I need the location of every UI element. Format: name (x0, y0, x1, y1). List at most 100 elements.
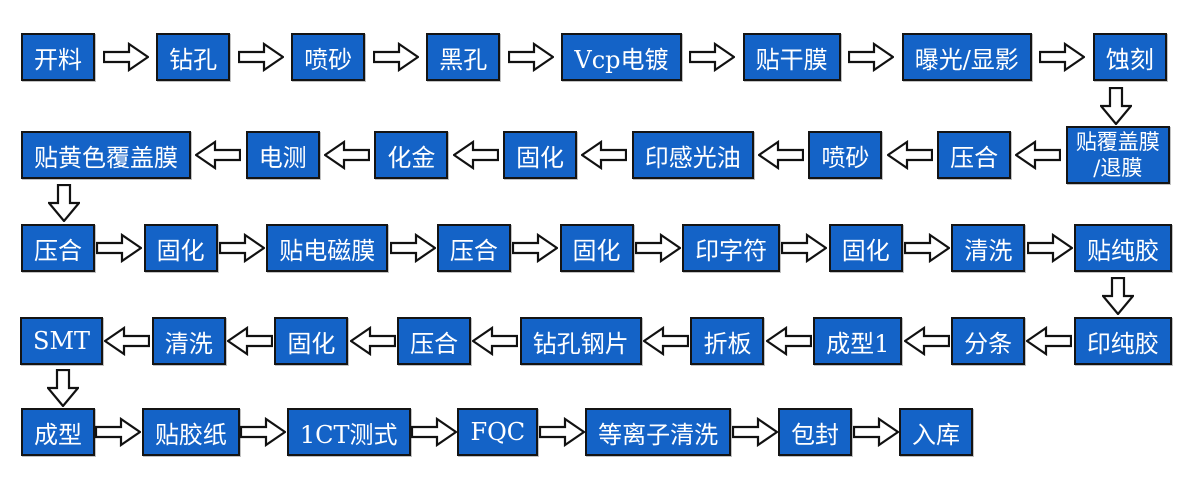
process-step-box: 贴纯胶 (1074, 224, 1172, 272)
process-step-box: 黑孔 (426, 33, 501, 81)
process-step-box: 贴覆盖膜 /退膜 (1065, 126, 1170, 184)
process-step-label: 包封 (791, 420, 840, 449)
process-step-box: 等离子清洗 (585, 408, 732, 456)
flow-arrow-left-icon (1015, 140, 1062, 170)
process-step-box: 喷砂 (291, 33, 366, 81)
flow-arrow-right-icon (389, 233, 436, 263)
process-step-label: 贴覆盖膜 /退膜 (1075, 129, 1160, 180)
flow-arrow-left-icon (472, 326, 519, 356)
process-step-label: 电测 (258, 143, 307, 172)
flow-arrow-left-icon (903, 326, 950, 356)
process-step-label: 贴黄色覆盖膜 (34, 143, 178, 172)
flow-arrow-down-icon (1100, 87, 1132, 125)
process-step-box: 固化 (503, 131, 578, 179)
flow-arrow-left-icon (227, 326, 274, 356)
process-step-box: 电测 (245, 131, 320, 179)
flow-arrow-left-icon (1026, 326, 1073, 356)
process-step-label: 压合 (449, 236, 498, 265)
process-step-label: SMT (33, 327, 91, 355)
process-step-label: 等离子清洗 (598, 420, 719, 449)
process-step-label: 蚀刻 (1105, 45, 1154, 74)
flow-arrow-right-icon (689, 42, 736, 72)
process-step-label: 压合 (950, 143, 999, 172)
process-step-box: 固化 (274, 317, 349, 365)
process-step-box: 贴胶纸 (141, 408, 240, 456)
flow-arrow-left-icon (886, 140, 933, 170)
process-step-box: 贴电磁膜 (266, 224, 389, 272)
flow-arrow-right-icon (218, 233, 265, 263)
process-step-box: 贴干膜 (742, 33, 841, 81)
flow-arrow-left-icon (324, 140, 371, 170)
process-step-box: 1CT测式 (286, 408, 411, 456)
process-step-label: 折板 (703, 329, 752, 358)
process-step-label: 清洗 (164, 329, 213, 358)
process-step-label: 贴干膜 (755, 45, 828, 74)
process-step-label: 印感光油 (644, 143, 741, 172)
flow-arrow-right-icon (848, 42, 895, 72)
flow-row: 压合 固化 贴电磁膜 压合 固化 印字符 固化 清洗 贴纯胶 (21, 224, 1172, 272)
process-step-box: 印感光油 (631, 131, 754, 179)
flow-arrow-right-icon (102, 42, 149, 72)
process-step-box: Vcp电镀 (561, 33, 682, 81)
flow-arrow-right-icon (1026, 233, 1073, 263)
process-step-label: 印字符 (695, 236, 768, 265)
process-step-label: 钻孔钢片 (532, 329, 629, 358)
process-step-box: 分条 (951, 317, 1026, 365)
process-step-box: 贴黄色覆盖膜 (21, 131, 191, 179)
flow-arrow-right-icon (1039, 42, 1086, 72)
process-step-box: 压合 (397, 317, 472, 365)
process-step-label: 黑孔 (439, 45, 488, 74)
process-step-label: 清洗 (964, 236, 1013, 265)
process-step-label: Vcp电镀 (574, 45, 669, 74)
flow-row: 贴黄色覆盖膜电测化金固化印感光油喷砂压合贴覆盖膜 /退膜 (21, 126, 1170, 184)
process-step-box: 压合 (937, 131, 1012, 179)
flow-row: 成型 贴胶纸 1CT测式 FQC 等离子清洗 包封 入库 (21, 408, 973, 456)
flow-arrow-right-icon (240, 417, 287, 447)
flow-row: SMT 清洗 固化 压合 钻孔钢片 折板 成型1 分条 印纯胶 (20, 317, 1172, 365)
process-step-label: 贴纯胶 (1087, 236, 1159, 265)
process-step-box: 固化 (559, 224, 634, 272)
flow-arrow-right-icon (237, 42, 284, 72)
process-step-box: 清洗 (151, 317, 226, 365)
process-step-label: 固化 (156, 236, 205, 265)
process-step-box: 压合 (436, 224, 511, 272)
process-step-label: 成型1 (826, 329, 890, 358)
flow-arrow-right-icon (512, 233, 559, 263)
process-step-box: 包封 (778, 408, 853, 456)
flow-arrow-left-icon (765, 326, 812, 356)
flow-arrow-down-icon (48, 184, 80, 222)
flow-arrow-left-icon (195, 140, 242, 170)
flow-arrow-left-icon (104, 326, 151, 356)
process-step-label: 贴电磁膜 (279, 236, 376, 265)
process-step-label: 固化 (287, 329, 336, 358)
process-step-label: 1CT测式 (299, 420, 398, 449)
flow-arrow-down-icon (1102, 277, 1134, 315)
flow-arrow-left-icon (349, 326, 396, 356)
process-step-label: 贴胶纸 (154, 420, 227, 449)
process-step-label: 压合 (410, 329, 459, 358)
process-step-label: 固化 (516, 143, 565, 172)
process-step-label: 成型 (34, 420, 82, 449)
flow-arrow-right-icon (538, 417, 585, 447)
flow-arrow-right-icon (410, 417, 457, 447)
process-step-label: FQC (470, 418, 526, 446)
process-step-box: FQC (457, 408, 539, 456)
process-step-label: 固化 (572, 236, 621, 265)
process-step-box: 印纯胶 (1073, 317, 1172, 365)
flow-arrow-right-icon (634, 233, 681, 263)
flow-arrow-right-icon (96, 233, 143, 263)
process-step-label: 固化 (841, 236, 890, 265)
process-step-label: 压合 (34, 236, 82, 265)
flow-arrow-right-icon (95, 417, 142, 447)
process-step-box: 印字符 (682, 224, 781, 272)
process-step-label: 印纯胶 (1086, 329, 1159, 358)
process-step-label: 分条 (964, 329, 1013, 358)
process-step-box: 成型 (21, 408, 95, 456)
process-step-box: 固化 (828, 224, 903, 272)
process-step-box: 曝光/显影 (901, 33, 1032, 81)
process-step-label: 入库 (911, 420, 960, 449)
process-step-label: 曝光/显影 (914, 45, 1019, 74)
flow-arrow-right-icon (904, 233, 951, 263)
process-step-box: 钻孔钢片 (519, 317, 642, 365)
